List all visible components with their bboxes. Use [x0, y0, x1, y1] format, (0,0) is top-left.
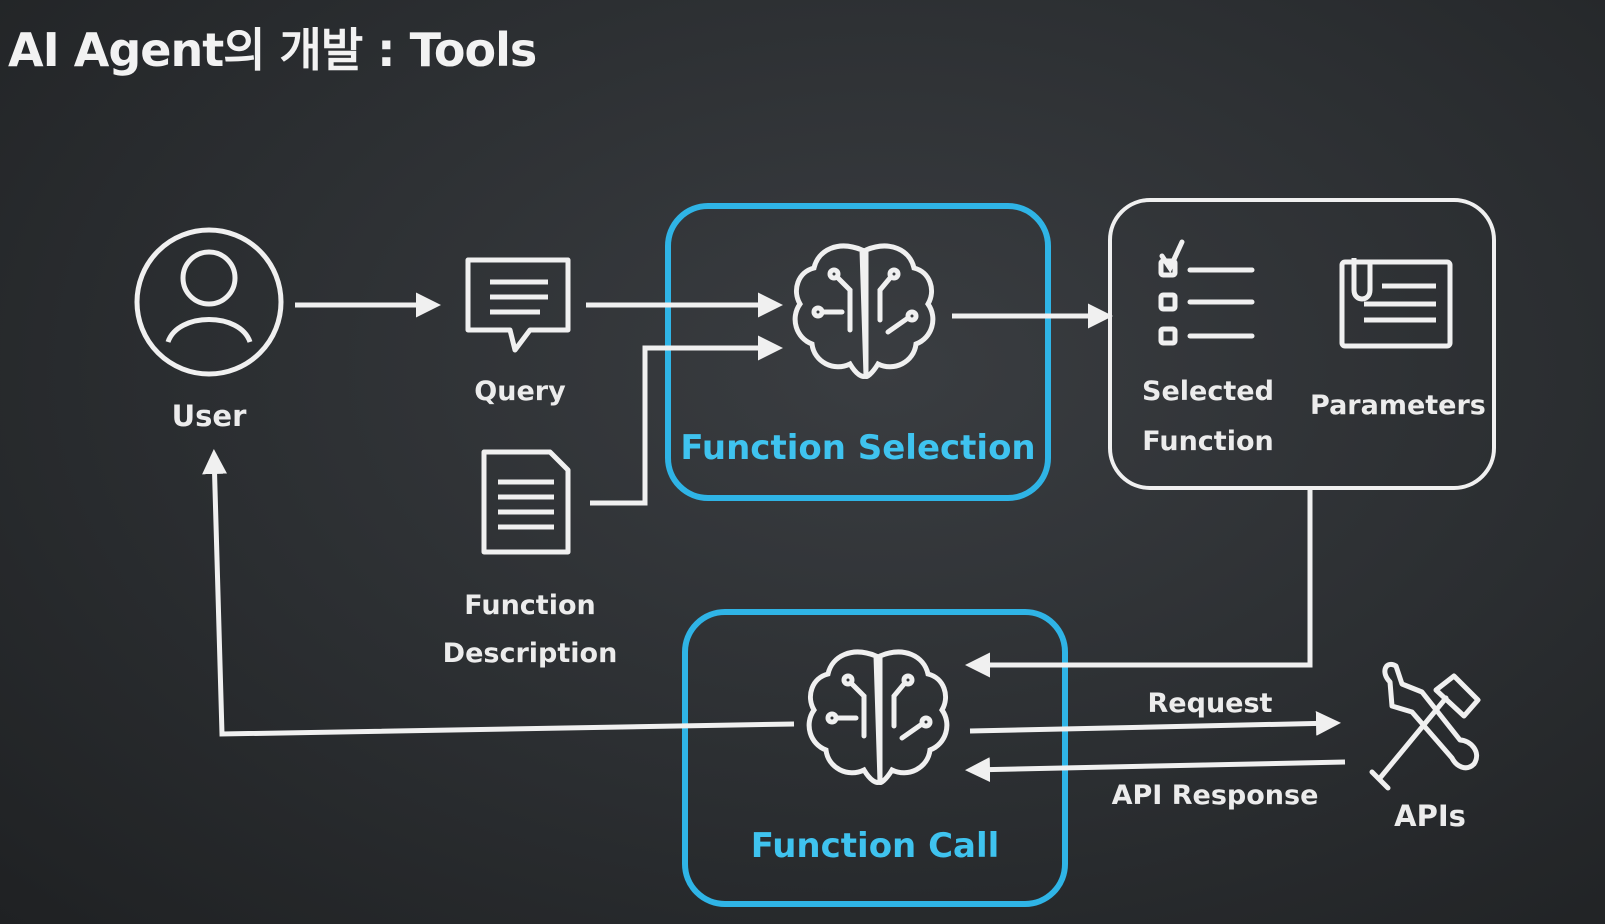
chat-bubble-icon [465, 257, 571, 353]
brain-icon [792, 243, 936, 379]
brain-icon [806, 649, 950, 785]
function-call-label: Function Call [750, 826, 1000, 866]
tools-icon [1369, 662, 1481, 791]
function-description-label-line2: Description [442, 638, 618, 669]
function-selection-box [665, 203, 1051, 501]
user-icon [134, 227, 284, 377]
selected-function-label-line1: Selected [1142, 376, 1274, 407]
clipboard-icon [1339, 258, 1453, 349]
query-label: Query [474, 376, 566, 407]
parameters-label: Parameters [1310, 390, 1486, 421]
function-description-label-line1: Function [464, 590, 596, 621]
apis-label: APIs [1394, 799, 1466, 833]
function-call-box [682, 609, 1068, 907]
arrow-request [969, 710, 1341, 736]
arrow-description-to-selection [590, 335, 783, 506]
request-label: Request [1147, 688, 1273, 719]
selected-function-parameters-box [1108, 198, 1496, 490]
checklist-icon [1158, 239, 1255, 346]
slide-title: AI Agent의 개발 : Tools [8, 23, 537, 77]
arrow-call-to-user [202, 449, 795, 737]
api-response-label: API Response [1111, 780, 1319, 811]
selected-function-label-line2: Function [1142, 426, 1274, 457]
function-selection-label: Function Selection [680, 428, 1036, 468]
user-label: User [171, 399, 247, 433]
arrow-result-to-call [965, 490, 1313, 678]
document-icon [481, 449, 571, 555]
arrow-api-response [965, 757, 1346, 783]
